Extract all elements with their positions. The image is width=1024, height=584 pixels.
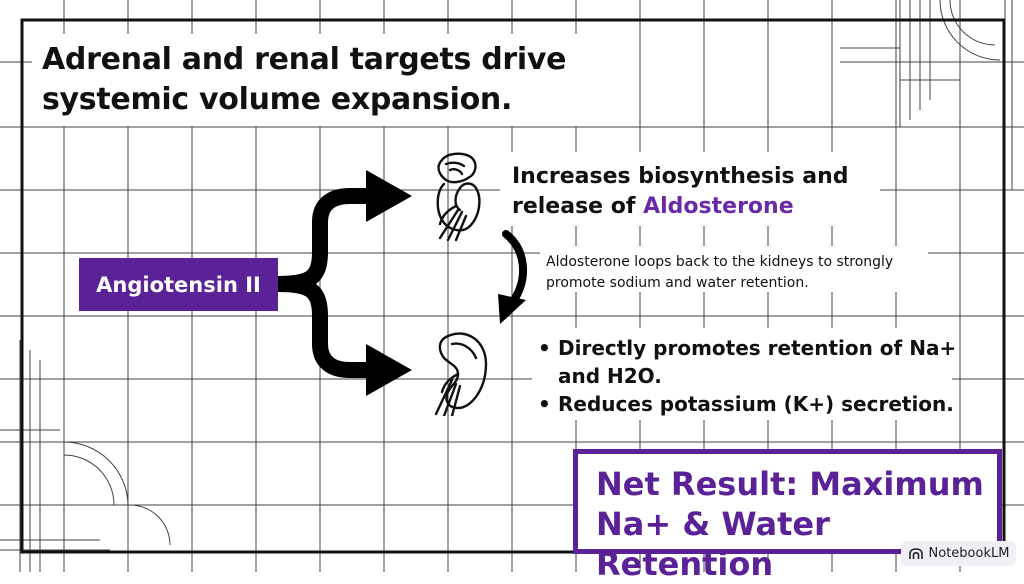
- list-item: • Reduces potassium (K+) secretion.: [538, 390, 988, 418]
- page-title: Adrenal and renal targets drive systemic…: [42, 42, 567, 117]
- bullet-dot: •: [538, 392, 551, 416]
- bullet-text: Directly promotes retention of Na+ and H…: [558, 336, 957, 388]
- branching-arrow: [277, 170, 412, 396]
- background-grid: [0, 0, 1024, 572]
- adrenal-gland-icon: [436, 152, 481, 242]
- adrenal-effect-text: Increases biosynthesis and release of Al…: [512, 162, 892, 222]
- net-result-box: Net Result: Maximum Na+ & Water Retentio…: [573, 449, 1002, 583]
- kidney-icon: [434, 332, 488, 416]
- feedback-arrow: [498, 230, 528, 324]
- kidney-effects-list: • Directly promotes retention of Na+ and…: [538, 334, 988, 418]
- badge-label: NotebookLM: [928, 546, 1010, 561]
- bullet-dot: •: [538, 336, 551, 360]
- aldosterone-highlight: Aldosterone: [643, 194, 794, 219]
- adrenal-effect-prefix: Increases biosynthesis and release of: [512, 164, 849, 219]
- notebooklm-badge: NotebookLM: [901, 541, 1016, 566]
- angiotensin-ii-box: Angiotensin II: [79, 258, 278, 311]
- list-item: • Directly promotes retention of Na+ and…: [538, 334, 988, 390]
- bullet-text: Reduces potassium (K+) secretion.: [558, 392, 954, 416]
- aldosterone-loop-note: Aldosterone loops back to the kidneys to…: [546, 254, 894, 291]
- notebooklm-icon: [908, 547, 923, 559]
